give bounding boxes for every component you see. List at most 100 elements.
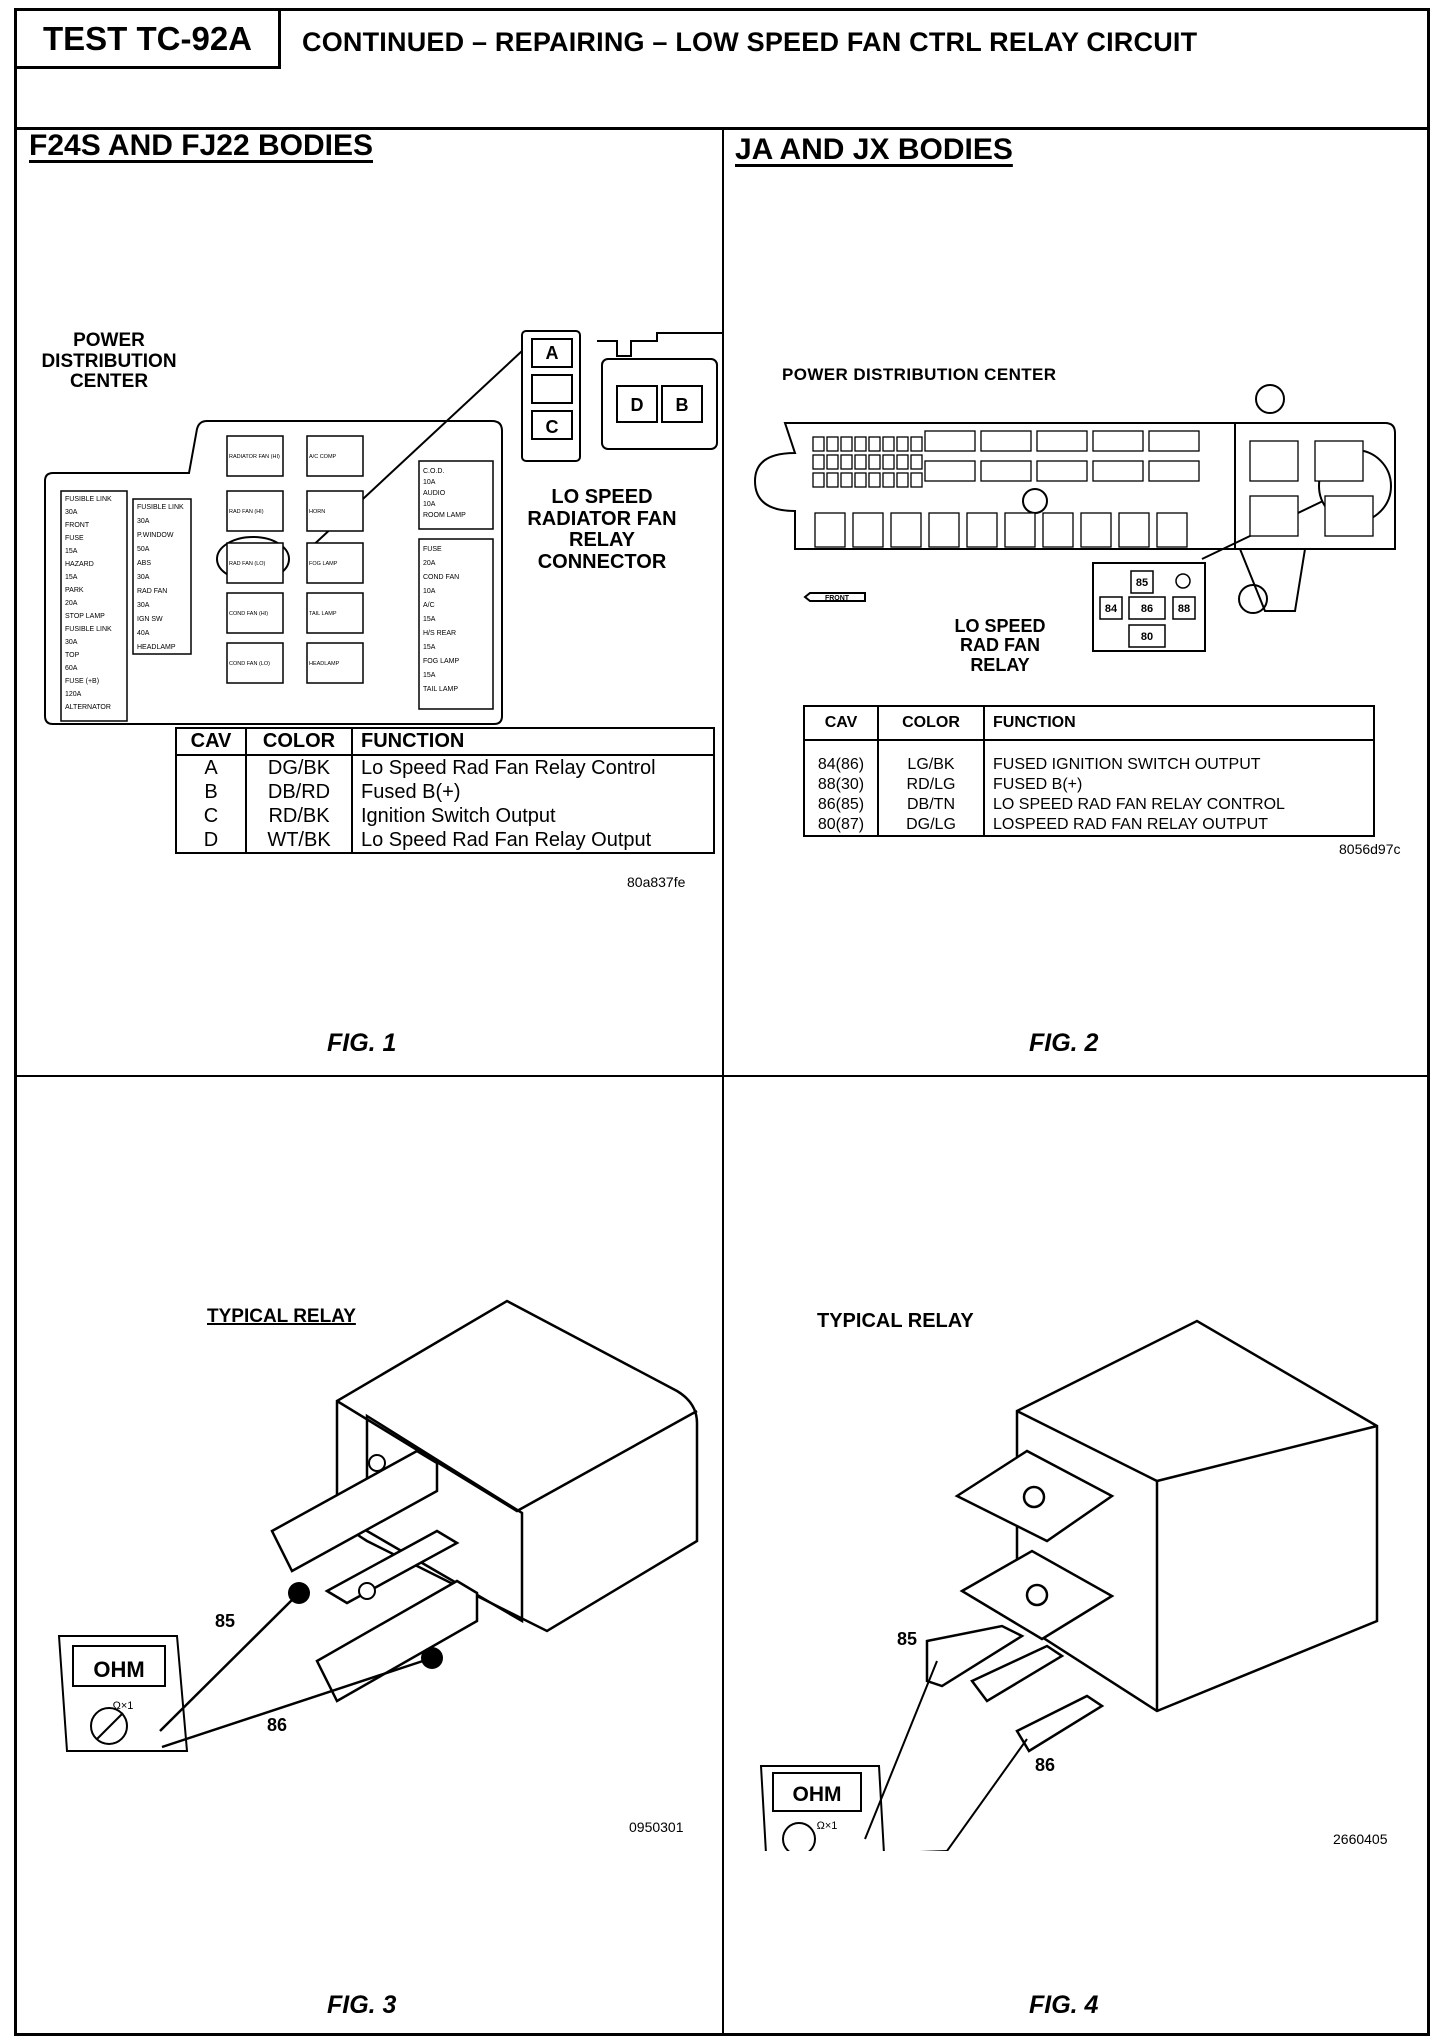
terminal-85-label: 85	[897, 1629, 917, 1649]
test-id: TEST TC-92A	[17, 11, 281, 69]
fig2-relay-label: LO SPEED RAD FAN RELAY	[954, 616, 1046, 675]
mini-fuse	[840, 454, 853, 470]
relay-pin-label: 85	[1136, 577, 1148, 589]
fig3-title: TYPICAL RELAY	[207, 1306, 356, 1327]
mini-fuse	[840, 436, 853, 452]
relay-slot	[924, 460, 976, 482]
fuse-label: PARK	[65, 587, 84, 594]
fig1-connector-label: LO SPEED RADIATOR FAN RELAY CONNECTOR	[527, 486, 677, 573]
table-row: 84(86) LG/BK FUSED IGNITION SWITCH OUTPU…	[804, 740, 1374, 775]
relay-label: RAD FAN (LO)	[229, 561, 266, 567]
fig3-drawing: OHM Ω×1 85 86	[57, 1299, 699, 1752]
mini-fuse	[854, 436, 867, 452]
table-header: FUNCTION	[984, 706, 1374, 741]
mini-fuse	[910, 436, 923, 452]
cav-cell: A	[176, 755, 247, 780]
fuse-label: IGN SW	[137, 616, 163, 623]
terminal-86	[1015, 1694, 1105, 1753]
color-cell: DG/LG	[878, 815, 985, 836]
fuse-label: 15A	[423, 672, 436, 679]
fig4-title: TYPICAL RELAY	[817, 1310, 974, 1332]
fig1-section-title: F24S AND FJ22 BODIES	[29, 129, 373, 162]
relay-label: COND FAN (LO)	[229, 661, 270, 667]
fuse-label: 20A	[65, 600, 78, 607]
fuse-label: 60A	[65, 665, 78, 672]
mini-fuse	[882, 436, 895, 452]
table-row: 80(87) DG/LG LOSPEED RAD FAN RELAY OUTPU…	[804, 815, 1374, 836]
meter-range: Ω×1	[113, 1700, 134, 1712]
relay-label: HEADLAMP	[309, 661, 340, 667]
maxi-fuse	[814, 512, 846, 548]
color-cell: DB/TN	[878, 795, 985, 815]
relay-slot	[1092, 460, 1144, 482]
terminal-mid	[324, 1529, 460, 1605]
terminal-85-label: 85	[215, 1611, 235, 1631]
table-header: FUNCTION	[352, 728, 714, 756]
fuse-label: H/S REAR	[423, 630, 456, 637]
fuse-label: 15A	[65, 574, 78, 581]
maxi-fuse	[1118, 512, 1150, 548]
fuse-label: TOP	[65, 652, 80, 659]
fuse-label: 40A	[137, 630, 150, 637]
fig1-pdc-label: POWER DISTRIBUTION CENTER	[41, 330, 177, 393]
mini-fuse	[812, 436, 825, 452]
mini-fuse	[812, 472, 825, 488]
mini-fuse	[868, 454, 881, 470]
maxi-fuse	[1080, 512, 1112, 548]
fuse-label: FUSE	[65, 535, 84, 542]
maxi-fuse	[852, 512, 884, 548]
mini-fuse	[868, 436, 881, 452]
relay-slot	[1148, 460, 1200, 482]
fig2-label: FIG. 2	[1029, 1029, 1099, 1057]
relay-slot	[1036, 430, 1088, 452]
terminal-85	[270, 1449, 439, 1573]
fuse-label: 30A	[137, 574, 150, 581]
function-cell: Lo Speed Rad Fan Relay Control	[361, 757, 656, 779]
fuse-label: FUSE	[423, 546, 442, 553]
fig1-connector-left	[521, 330, 581, 462]
fig2-cav-table: CAV COLOR FUNCTION 84(86) LG/BK FUSED IG…	[803, 705, 1375, 837]
ohmmeter	[57, 1635, 189, 1752]
fuse-label: A/C	[423, 602, 435, 609]
table-row: C RD/BK Ignition Switch Output	[176, 804, 714, 828]
fuse-label: 10A	[423, 479, 436, 486]
color-cell: RD/BK	[246, 804, 353, 828]
table-header-row: CAV COLOR FUNCTION	[804, 706, 1374, 741]
mini-fuse	[854, 454, 867, 470]
terminal-86-label: 86	[267, 1715, 287, 1735]
fuse-label: C.O.D.	[423, 468, 444, 475]
cav-cell: 84(86)	[804, 740, 879, 775]
table-header: CAV	[176, 728, 247, 756]
table-header: COLOR	[246, 728, 353, 756]
fuse-label: ALTERNATOR	[65, 704, 111, 711]
mini-fuse	[896, 454, 909, 470]
fig1-connector-right	[601, 358, 718, 450]
function-cell: LO SPEED RAD FAN RELAY CONTROL	[993, 796, 1285, 813]
fuse-label: FUSIBLE LINK	[137, 504, 184, 511]
relay-slot	[1092, 430, 1144, 452]
fuse-label: 15A	[423, 644, 436, 651]
color-cell: WT/BK	[246, 828, 353, 853]
fuse-label: 15A	[423, 616, 436, 623]
function-cell: Lo Speed Rad Fan Relay Output	[361, 829, 652, 851]
table-row: D WT/BK Lo Speed Rad Fan Relay Output	[176, 828, 714, 853]
color-cell: RD/LG	[878, 775, 985, 795]
relay-label: A/C COMP	[309, 454, 337, 460]
relay-pin-label: 88	[1178, 603, 1190, 615]
mini-fuse	[840, 472, 853, 488]
pin-label: D	[631, 395, 644, 415]
fig2-mount	[1239, 548, 1306, 612]
terminal-85	[925, 1624, 1025, 1688]
mini-fuse	[854, 472, 867, 488]
mini-fuse	[882, 454, 895, 470]
function-cell: LOSPEED RAD FAN RELAY OUTPUT	[993, 816, 1269, 833]
function-cell: Ignition Switch Output	[361, 805, 556, 827]
ohmmeter	[759, 1765, 885, 1851]
fuse-label: 30A	[65, 639, 78, 646]
function-cell: Fused B(+)	[361, 781, 461, 803]
relay-slot	[924, 430, 976, 452]
fuse-label: COND FAN	[423, 574, 459, 581]
fuse-label: 120A	[65, 691, 82, 698]
fuse-label: FUSIBLE LINK	[65, 496, 112, 503]
pdc-relay	[1314, 440, 1364, 482]
